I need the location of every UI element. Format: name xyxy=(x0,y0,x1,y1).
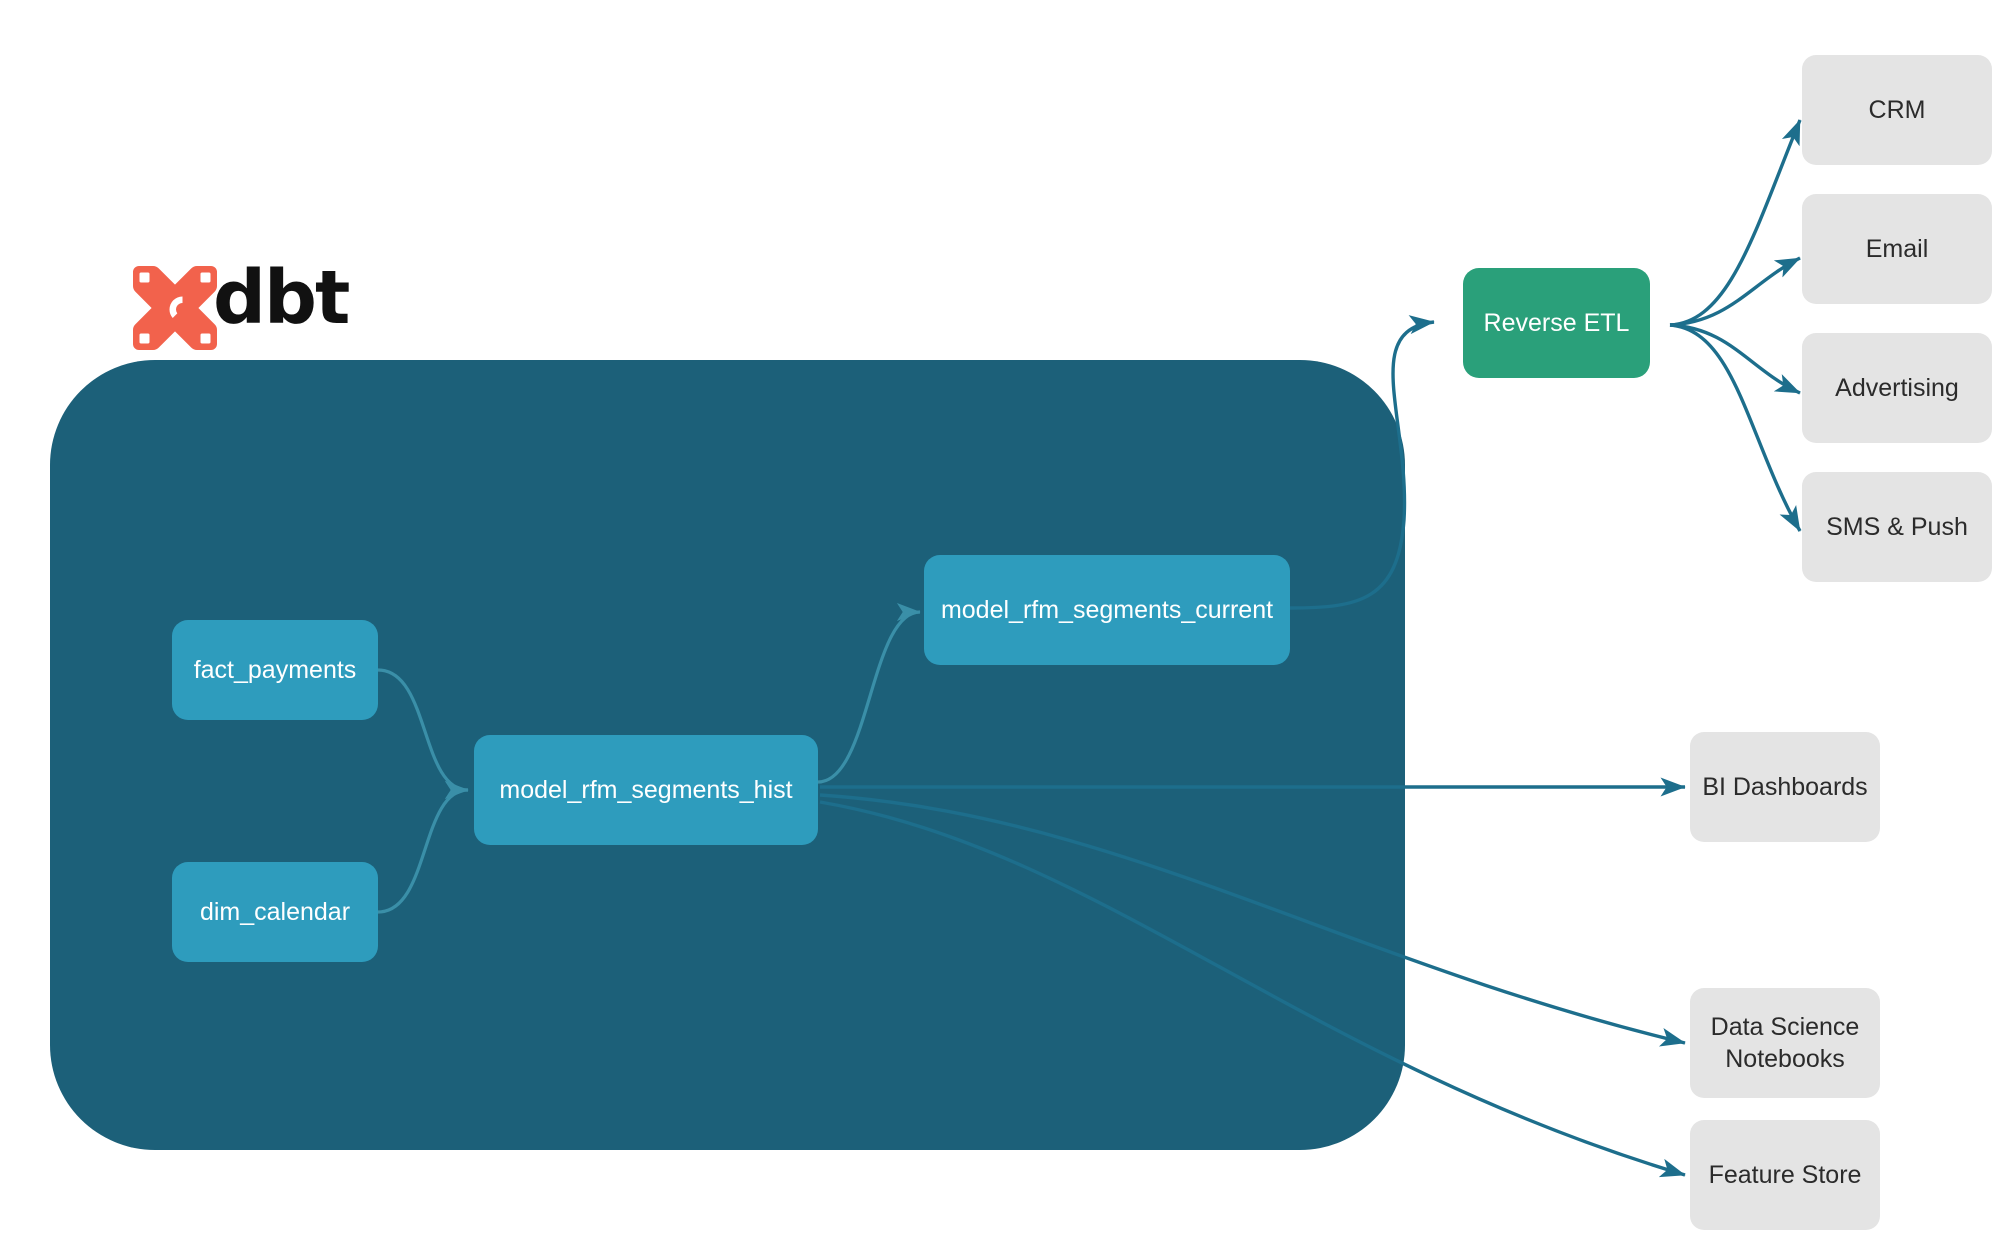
destination-node-sms-push[interactable]: SMS & Push xyxy=(1802,472,1992,582)
dbt-wordmark: dbt xyxy=(213,255,350,341)
destination-node-data-science-notebooks[interactable]: Data Science Notebooks xyxy=(1690,988,1880,1098)
destination-label: SMS & Push xyxy=(1826,512,1968,541)
destination-node-feature-store[interactable]: Feature Store xyxy=(1690,1120,1880,1230)
model-node-model-rfm-segments-hist[interactable]: model_rfm_segments_hist xyxy=(474,735,818,845)
dbt-logo-icon xyxy=(125,258,345,350)
destination-label: Advertising xyxy=(1835,373,1959,402)
model-node-label: model_rfm_segments_current xyxy=(940,595,1274,624)
destination-label: Email xyxy=(1865,234,1929,263)
edge-reverse-etl-to-sms-push xyxy=(1669,323,1802,532)
destination-label: Feature Store xyxy=(1708,1160,1862,1189)
edge-reverse-etl-to-email xyxy=(1669,256,1801,327)
destination-label: CRM xyxy=(1868,95,1926,124)
model-node-model-rfm-segments-current[interactable]: model_rfm_segments_current xyxy=(924,555,1290,665)
reverse-etl-label: Reverse ETL xyxy=(1483,308,1630,337)
model-node-label: model_rfm_segments_hist xyxy=(499,775,793,804)
model-node-label: dim_calendar xyxy=(199,897,351,926)
destination-node-email[interactable]: Email xyxy=(1802,194,1992,304)
model-node-label: fact_payments xyxy=(193,655,357,684)
edge-reverse-etl-to-crm xyxy=(1669,119,1802,327)
destination-node-crm[interactable]: CRM xyxy=(1802,55,1992,165)
destination-label: BI Dashboards xyxy=(1702,772,1868,801)
edge-reverse-etl-to-advertising xyxy=(1669,323,1801,395)
destination-label-line-2: Notebooks xyxy=(1725,1045,1845,1073)
model-node-dim-calendar[interactable]: dim_calendar xyxy=(172,862,378,962)
destination-node-advertising[interactable]: Advertising xyxy=(1802,333,1992,443)
destination-label-line-1: Data Science xyxy=(1710,1012,1860,1041)
reverse-etl-node[interactable]: Reverse ETL xyxy=(1463,268,1650,378)
model-node-fact-payments[interactable]: fact_payments xyxy=(172,620,378,720)
destination-node-bi-dashboards[interactable]: BI Dashboards xyxy=(1690,732,1880,842)
